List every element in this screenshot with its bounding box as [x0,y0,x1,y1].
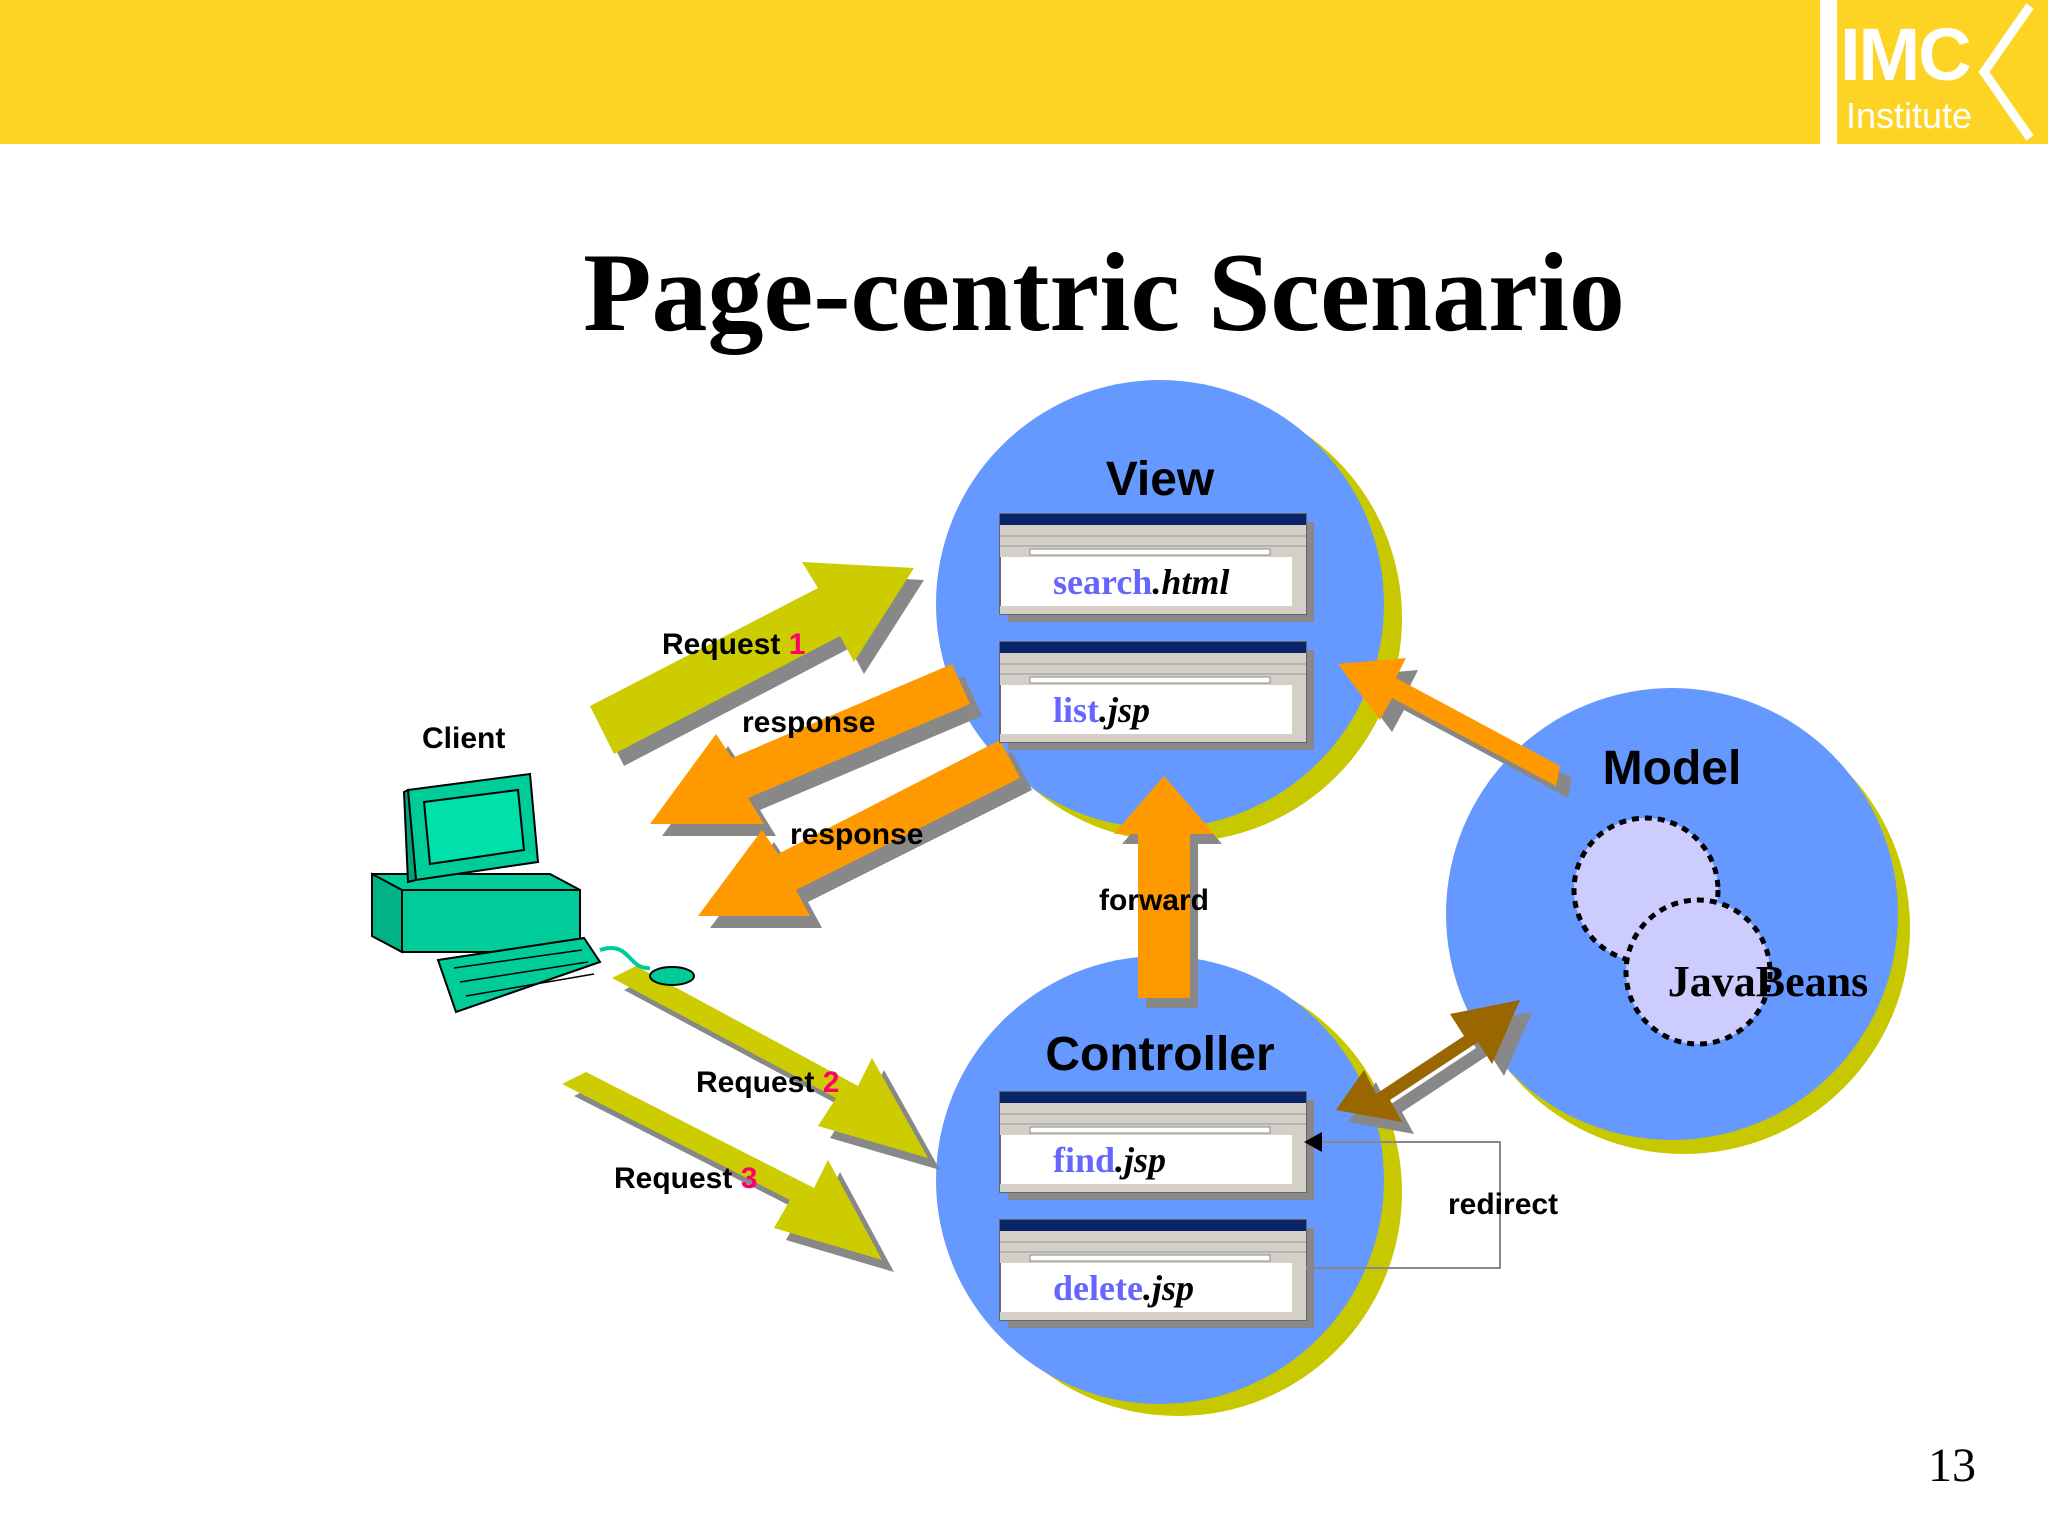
request1-label: Request 1 [662,628,805,661]
model-view-arrow [1338,658,1560,786]
redirect-arrowhead [1304,1132,1322,1152]
request3-arrow [562,1072,882,1260]
response2-arrow [698,740,1020,916]
imc-logo: IMC Institute [1834,0,2048,144]
header-banner [0,0,1820,144]
controller-page-find [999,1091,1314,1200]
response2-label: response [790,818,923,851]
request1-arrow [590,562,914,754]
response1-label: response [742,706,875,739]
view-label: View [1106,453,1215,506]
search-page-label: search.html [1053,562,1229,602]
forward-arrow [1114,776,1214,998]
client-label: Client [422,722,505,755]
request3-label: Request 3 [614,1162,757,1195]
logo-sub-text: Institute [1846,95,1973,136]
model-label: Model [1603,742,1742,795]
javabeans-label: JavaBeans [1668,957,1868,1006]
view-page-list [999,641,1314,750]
controller-page-delete [999,1219,1314,1328]
request2-label: Request 2 [696,1066,839,1099]
logo-main-text: IMC [1840,13,1972,96]
logo-chevron-icon [1834,0,2034,144]
bean-circle-front [1623,897,1773,1047]
forward-label: forward [1099,884,1209,917]
page-title: Page-centric Scenario [583,231,1625,355]
page-number: 13 [1928,1439,1976,1492]
find-page-label: find.jsp [1053,1140,1166,1180]
request2-arrow [612,966,928,1158]
client-computer-icon [371,772,695,1014]
view-page-search [999,513,1314,622]
controller-label: Controller [1045,1028,1274,1081]
redirect-connector [1306,1141,1501,1269]
response1-arrow [650,664,970,824]
list-page-label: list.jsp [1053,690,1150,730]
controller-model-arrow [1336,1000,1520,1122]
redirect-label: redirect [1448,1188,1558,1221]
delete-page-label: delete.jsp [1053,1268,1194,1308]
